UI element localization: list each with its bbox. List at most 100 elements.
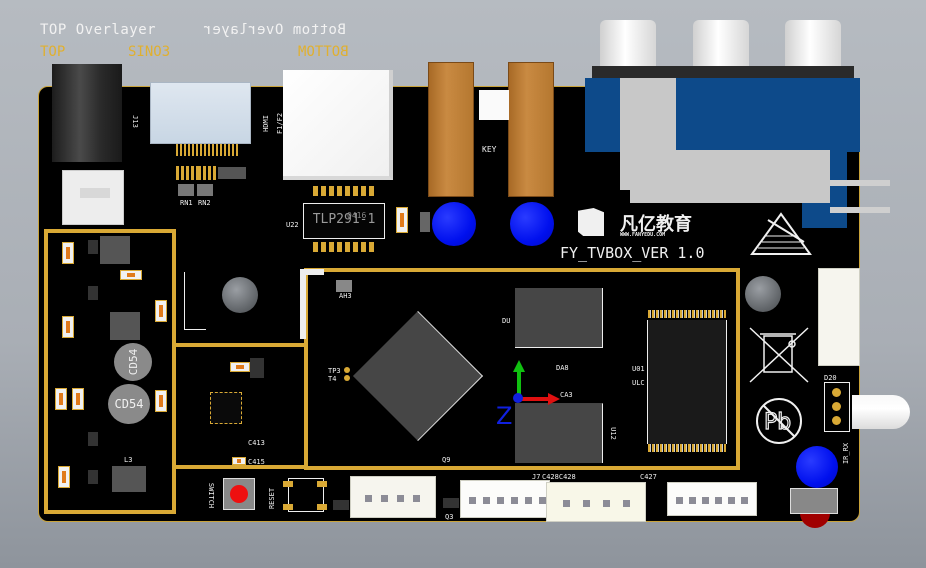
c415-cap	[232, 457, 246, 465]
reset-button[interactable]	[288, 478, 324, 512]
d20-label: D20	[824, 374, 837, 382]
bottom-label-c427: C427	[640, 473, 657, 481]
weee-recycle-icon	[749, 327, 809, 383]
pin	[469, 497, 476, 505]
tp4-label: T4	[328, 375, 337, 383]
flash-pins-bottom	[648, 444, 726, 452]
u12-label: U12	[608, 427, 617, 440]
c352-capacitor	[396, 207, 408, 233]
pin	[728, 497, 735, 505]
connector-6pin-b[interactable]	[667, 482, 757, 516]
power-ic-l3	[112, 466, 146, 492]
top-overlayer-label: TOP Overlayer	[40, 22, 157, 38]
sot-3	[88, 432, 98, 446]
jack-ref: J13	[130, 115, 139, 128]
electrolytic-cap-2	[510, 202, 554, 246]
switch-label: SWITCH	[207, 482, 216, 509]
ddr-chip-u12	[515, 403, 603, 463]
shield-strip-vertical	[300, 269, 306, 339]
brand-name: 凡亿教育	[620, 214, 692, 235]
reset-pad-3	[283, 504, 293, 510]
tag-top: TOP	[40, 44, 66, 60]
shield-strip	[300, 269, 324, 275]
q-transistor-2	[443, 498, 459, 508]
cap-power-6	[155, 300, 167, 322]
c413-label: C413	[248, 439, 265, 447]
axis-x-line	[520, 397, 550, 401]
pin	[563, 500, 570, 508]
pin	[381, 495, 388, 502]
sot-2	[88, 286, 98, 300]
reset-pad-1	[283, 481, 293, 487]
av-connector-metal-2	[620, 150, 830, 190]
lead-free-icon: Pb	[756, 398, 802, 444]
rn1-label: RN1	[180, 199, 193, 207]
board-title: FY_TVBOX_VER 1.0	[560, 244, 705, 262]
tag-bottom: BOTTOM	[298, 44, 349, 60]
da8-label: DA8	[556, 364, 569, 372]
cap-power-1	[62, 242, 74, 264]
pin	[511, 497, 518, 505]
side-connector-5pin[interactable]	[818, 268, 860, 366]
bottom-overlayer-label: Bottom Overlayer	[203, 22, 346, 38]
sot-1	[88, 240, 98, 254]
u22-ref: U22	[286, 221, 299, 229]
cap-power-8	[120, 270, 142, 280]
ir-pad-2	[832, 402, 841, 411]
rn1	[178, 184, 194, 196]
tlp291-marking: TLP291-1	[312, 212, 376, 227]
brand-logo-icon	[578, 208, 604, 236]
tlp291-date: 0416	[347, 211, 367, 220]
ah3-pad	[336, 280, 352, 292]
power-section-outline	[44, 229, 176, 514]
axis-origin	[513, 393, 523, 403]
hdmi-pins	[176, 144, 238, 156]
av-connector-metal-3	[630, 185, 830, 203]
pin	[715, 497, 722, 505]
connector-6pin-a[interactable]	[460, 480, 550, 518]
ir-led	[852, 395, 910, 429]
bottom-label-c428: C428C428	[542, 473, 576, 481]
rca-jack-base	[592, 66, 854, 78]
rca-jack-1[interactable]	[600, 20, 656, 70]
reset-label: RESET	[268, 487, 277, 510]
axis-y-arrow	[513, 360, 525, 372]
sd-socket-2[interactable]	[508, 62, 554, 197]
c415-label: C415	[248, 458, 265, 466]
power-ic-2	[110, 312, 140, 340]
u01-label: U01	[632, 365, 645, 373]
power-ic-1	[100, 236, 130, 264]
cd54-label-1: CD54	[126, 348, 140, 376]
connector-4pin-b[interactable]	[546, 482, 646, 522]
ir-receiver-pads	[824, 382, 850, 432]
cap-power-4	[72, 388, 84, 410]
switch-button[interactable]	[223, 478, 255, 510]
rca-jack-2[interactable]	[693, 20, 749, 70]
sd-socket-1[interactable]	[428, 62, 474, 197]
axis-y-line	[517, 370, 521, 395]
connector-4pin[interactable]	[350, 476, 436, 518]
mounting-hole-left	[222, 277, 258, 313]
svg-text:Pb: Pb	[764, 410, 791, 435]
flash-pins-top	[648, 310, 726, 318]
axis-x-arrow	[548, 393, 560, 405]
tlp291-pins-top	[313, 186, 377, 196]
reset-pad-2	[317, 481, 327, 487]
key-button[interactable]	[479, 90, 509, 120]
hdmi-connector[interactable]	[150, 82, 251, 144]
key-label: KEY	[482, 145, 497, 154]
power-led-body	[790, 488, 838, 514]
pin	[497, 497, 504, 505]
rca-jack-3[interactable]	[785, 20, 841, 70]
pin	[676, 497, 683, 505]
av-pin-1	[830, 180, 890, 186]
tp4-pad	[344, 375, 350, 381]
rn2	[197, 184, 213, 196]
l27-inductor	[176, 166, 198, 180]
jst-slot	[80, 188, 110, 198]
rj45-connector[interactable]	[283, 70, 393, 180]
cd54-inductor-1: CD54	[114, 343, 152, 381]
tp3-label: TP3	[328, 367, 341, 375]
ref-list	[184, 272, 206, 330]
ir-rx-label: IR_RX	[842, 442, 851, 465]
